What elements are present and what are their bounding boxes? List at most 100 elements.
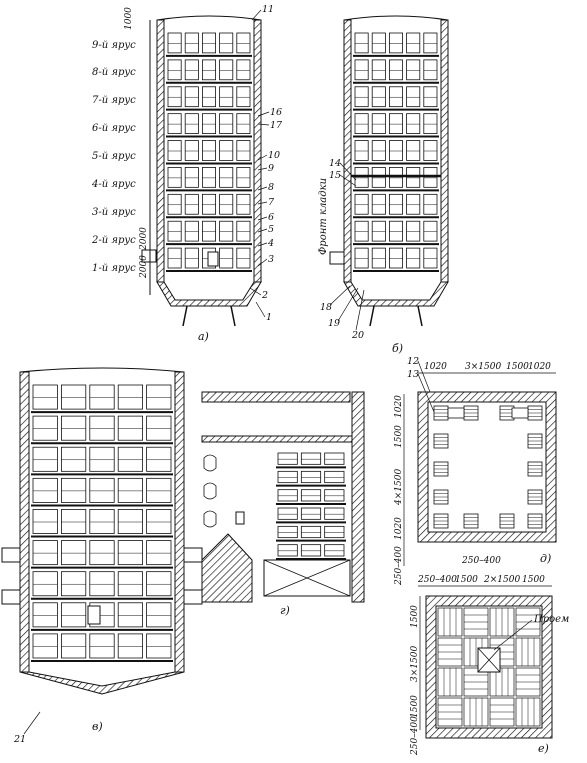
tier-label: 1-й ярус bbox=[92, 263, 136, 274]
brick-stack bbox=[236, 140, 251, 161]
brick-stack bbox=[406, 140, 421, 161]
brick-stack bbox=[146, 384, 172, 410]
brick-stack bbox=[236, 193, 251, 215]
brick-stack bbox=[89, 446, 115, 472]
wall-opening bbox=[203, 510, 217, 528]
brick-stack bbox=[371, 86, 386, 108]
figure-caption: д) bbox=[540, 552, 551, 565]
right-wall bbox=[351, 391, 365, 603]
callout-number: 18 bbox=[320, 302, 332, 313]
brick-stack bbox=[184, 59, 199, 81]
brick-stack bbox=[32, 602, 58, 628]
brick-stack bbox=[388, 193, 403, 215]
dimension-label: 2000 bbox=[139, 255, 149, 279]
hopper-outlet bbox=[230, 305, 236, 327]
access-door bbox=[235, 511, 245, 525]
brick-stack bbox=[219, 113, 234, 134]
brick-stack bbox=[300, 470, 322, 484]
brick-stack bbox=[201, 86, 216, 108]
brick-stack bbox=[354, 167, 369, 188]
brick-stack bbox=[300, 544, 322, 557]
dimension-label: 1000 bbox=[124, 7, 134, 30]
arch-section-g bbox=[201, 391, 365, 603]
plan-d bbox=[417, 391, 557, 543]
brick-stack bbox=[184, 247, 199, 269]
brick-stack bbox=[423, 32, 438, 54]
shaft-wall-right bbox=[174, 371, 185, 673]
brick-stack bbox=[184, 113, 199, 134]
callout-number: 10 bbox=[268, 150, 280, 161]
brick-stack bbox=[117, 384, 143, 410]
brick-stack bbox=[89, 509, 115, 534]
brick-stack bbox=[61, 540, 87, 566]
wall-opening bbox=[203, 482, 217, 500]
callout-number: 8 bbox=[268, 182, 274, 193]
brick-stack bbox=[219, 247, 234, 269]
wall-opening bbox=[203, 454, 217, 472]
access-door bbox=[87, 605, 101, 625]
brick-stack bbox=[89, 540, 115, 566]
brick-stack bbox=[371, 247, 386, 269]
lining bbox=[201, 435, 353, 443]
tier-label: 3-й ярус bbox=[92, 207, 136, 218]
brick-stack bbox=[61, 477, 87, 503]
dimension-label: 1500 bbox=[410, 605, 420, 628]
figure-e: 250–400 1500 2×1500 1500 1500 3×1500 150… bbox=[410, 575, 569, 756]
callout-number: 5 bbox=[268, 224, 274, 235]
brick-stack bbox=[300, 525, 322, 539]
tier-label: 4-й ярус bbox=[91, 179, 136, 190]
brick-stack bbox=[32, 415, 58, 441]
figure-caption: в) bbox=[92, 720, 103, 733]
brick-stack bbox=[184, 140, 199, 161]
brick-stack bbox=[146, 477, 172, 503]
dimensions-d: 1020 3×1500 1500 1020 1020 1500 4×1500 1… bbox=[394, 362, 556, 586]
brick-stack bbox=[117, 415, 143, 441]
shaft-wall-left bbox=[19, 371, 30, 673]
brick-stack bbox=[354, 59, 369, 81]
brick-stack bbox=[354, 32, 369, 54]
figure-caption: а) bbox=[198, 330, 209, 343]
brick-stack bbox=[236, 167, 251, 188]
leader-lines-a bbox=[249, 9, 270, 318]
brick-stack bbox=[146, 446, 172, 472]
brick-stack bbox=[324, 452, 345, 465]
callout-number: 1 bbox=[266, 312, 272, 323]
tier-label: 7-й ярус bbox=[92, 95, 136, 106]
shaft-elevation-a bbox=[141, 15, 262, 327]
opening-cross bbox=[477, 647, 501, 673]
dimension-label: 1020 bbox=[394, 517, 404, 540]
brick-stack bbox=[324, 507, 345, 520]
tier-label: 6-й ярус bbox=[92, 123, 136, 134]
figure-caption: б) bbox=[392, 342, 403, 355]
side-burner bbox=[183, 547, 203, 563]
brick-stack bbox=[219, 32, 234, 54]
brick-stack bbox=[167, 247, 182, 269]
leader-line bbox=[417, 373, 435, 413]
brick-stack bbox=[277, 544, 298, 557]
dimension-label: 1020 bbox=[394, 395, 404, 418]
brick-stack bbox=[201, 59, 216, 81]
brick-stack bbox=[146, 571, 172, 597]
tier-label: 5-й ярус bbox=[92, 151, 136, 162]
dimension-label: 3×1500 bbox=[410, 646, 420, 682]
brick-stack bbox=[61, 602, 87, 628]
brick-stack bbox=[236, 32, 251, 54]
brick-stack bbox=[117, 633, 143, 659]
brick-stack bbox=[167, 86, 182, 108]
brick-stack bbox=[184, 220, 199, 242]
brick-stack bbox=[167, 220, 182, 242]
brick-stack bbox=[117, 477, 143, 503]
brick-stack bbox=[423, 220, 438, 242]
brick-stack bbox=[277, 489, 298, 502]
brick-stack bbox=[388, 140, 403, 161]
brick-stack bbox=[167, 59, 182, 81]
side-burner bbox=[141, 249, 157, 263]
brick-stack bbox=[167, 113, 182, 134]
brick-stack bbox=[236, 220, 251, 242]
brick-stack bbox=[324, 489, 345, 502]
brick-stack bbox=[371, 167, 386, 188]
brick-stack bbox=[371, 32, 386, 54]
brick-stack bbox=[61, 571, 87, 597]
dimension-label: 1500 bbox=[522, 575, 545, 585]
brick-stack bbox=[324, 544, 345, 557]
